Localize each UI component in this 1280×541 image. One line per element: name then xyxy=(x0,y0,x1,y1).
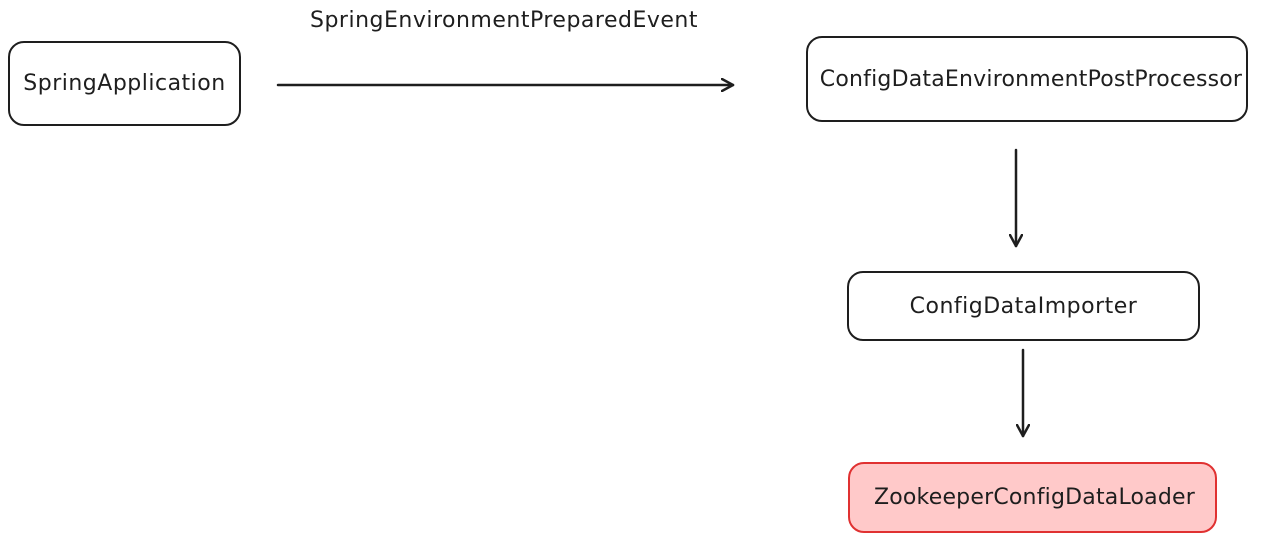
node-zookeeper-config-data-loader: ZookeeperConfigDataLoader xyxy=(848,462,1217,533)
edge-label-event: SpringEnvironmentPreparedEvent xyxy=(310,8,698,33)
node-config-data-environment-post-processor: ConfigDataEnvironmentPostProcessor xyxy=(806,36,1248,122)
node-spring-application: SpringApplication xyxy=(8,41,241,126)
node-spring-application-label: SpringApplication xyxy=(23,71,226,96)
node-importer-label: ConfigDataImporter xyxy=(909,293,1138,319)
node-loader-label: ZookeeperConfigDataLoader xyxy=(873,485,1196,510)
node-config-data-importer: ConfigDataImporter xyxy=(847,271,1200,341)
node-post-processor-label: ConfigDataEnvironmentPostProcessor xyxy=(819,66,1243,92)
